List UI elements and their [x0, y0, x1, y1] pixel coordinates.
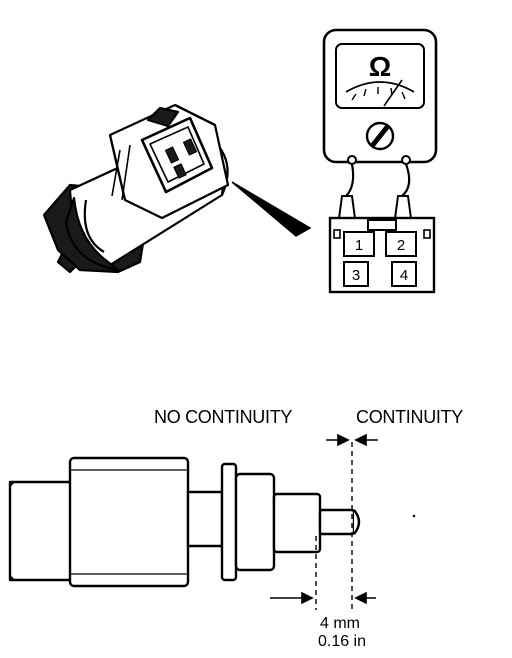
- continuity-boundary-arrows: [326, 433, 378, 447]
- terminal-2-label: 2: [397, 237, 405, 254]
- reference-lines: [315, 442, 353, 610]
- pointer-arrow: [231, 181, 312, 237]
- terminal-3-box: [343, 261, 369, 287]
- terminal-3-label: 3: [352, 267, 360, 284]
- terminal-1-box: [343, 231, 375, 257]
- terminal-4-box: [391, 261, 417, 287]
- terminal-1-label: 1: [355, 237, 363, 254]
- terminal-4-label: 4: [400, 267, 408, 284]
- test-leads: [345, 163, 411, 197]
- continuity-label: CONTINUITY: [356, 407, 463, 427]
- dimension-arrows: [270, 591, 376, 605]
- brake-switch-perspective: [42, 103, 230, 274]
- ohmmeter: [322, 28, 438, 165]
- dimension-metric: 4 mm: [320, 615, 360, 632]
- terminal-2-box: [385, 231, 417, 257]
- ohm-symbol: Ω: [369, 51, 391, 82]
- no-continuity-label: NO CONTINUITY: [154, 407, 292, 427]
- stray-dot: [412, 514, 416, 518]
- connector-face: [328, 216, 436, 294]
- brake-switch-side-view: [8, 456, 361, 588]
- dimension-imperial: 0.16 in: [318, 633, 366, 650]
